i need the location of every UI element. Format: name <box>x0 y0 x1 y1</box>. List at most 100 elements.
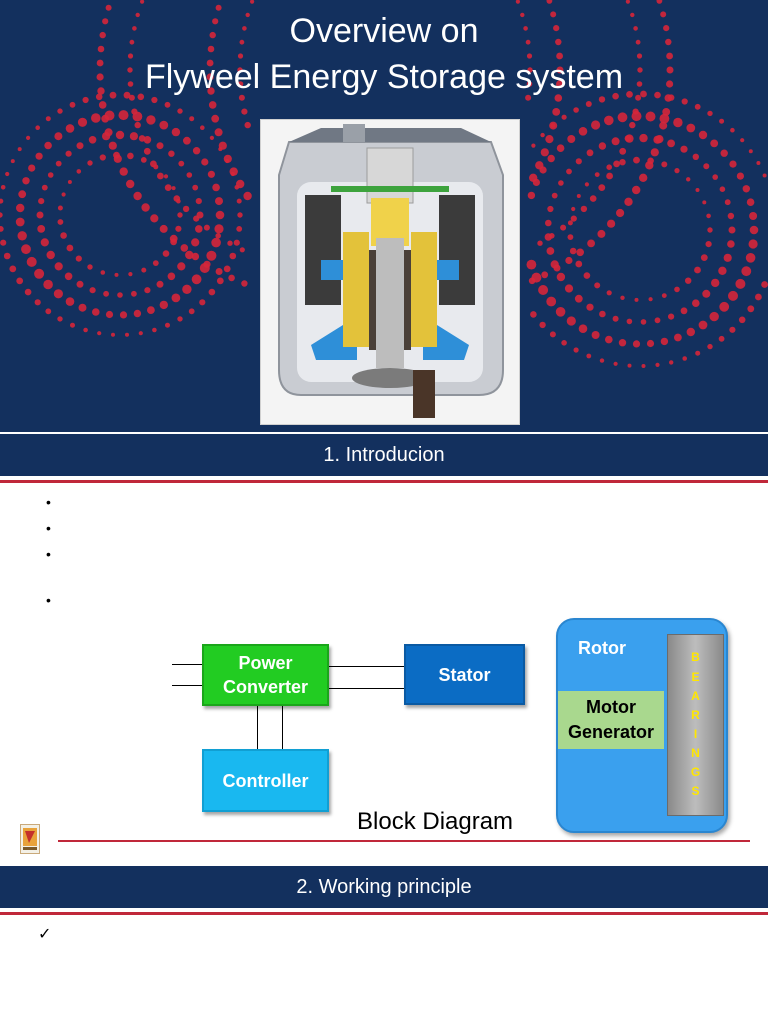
decorative-dot <box>175 225 182 232</box>
decorative-dot <box>565 256 573 265</box>
decorative-dot <box>598 184 606 192</box>
decorative-dot <box>192 147 201 155</box>
decorative-dot <box>95 93 103 101</box>
decorative-dot <box>538 285 549 295</box>
decorative-dot <box>681 98 688 105</box>
decorative-dot <box>83 327 88 333</box>
decorative-dot <box>237 212 243 218</box>
decorative-dot <box>250 0 255 4</box>
decorative-dot <box>611 137 620 146</box>
decorative-dot <box>21 244 31 255</box>
decorative-dot <box>719 118 725 124</box>
decorative-dot <box>147 306 155 314</box>
decorative-dot <box>607 219 616 228</box>
decorative-dot <box>551 192 558 199</box>
decorative-dot <box>659 121 668 130</box>
decorative-dot <box>605 335 613 344</box>
decorative-dot <box>560 224 567 231</box>
decorative-dot <box>57 205 63 211</box>
decorative-dot <box>237 53 244 59</box>
decorative-dot <box>632 340 641 348</box>
intro-bullet-3: • <box>46 546 51 562</box>
bearings-letter: R <box>691 708 700 722</box>
decorative-dot <box>539 321 546 329</box>
decorative-dot <box>728 226 736 234</box>
decorative-dot <box>762 173 767 178</box>
decorative-dot <box>76 280 84 288</box>
decorative-dot <box>718 266 727 275</box>
decorative-dot <box>662 108 671 116</box>
decorative-dot <box>236 226 243 232</box>
decorative-dot <box>680 307 688 315</box>
decorative-dot <box>645 111 656 122</box>
intro-bullet-2: • <box>46 520 51 536</box>
decorative-dot <box>132 26 137 31</box>
decorative-dot <box>674 286 680 293</box>
hero-banner: Overview on Flyweel Energy Storage syste… <box>0 0 768 432</box>
decorative-dot <box>156 142 164 150</box>
decorative-dot <box>655 135 664 144</box>
decorative-dot <box>69 101 76 108</box>
decorative-dot <box>556 272 566 282</box>
decorative-dot <box>523 26 528 31</box>
decorative-dot <box>16 277 24 285</box>
decorative-dot <box>564 284 574 293</box>
decorative-dot <box>195 198 202 205</box>
decorative-dot <box>89 287 96 294</box>
decorative-dot <box>75 255 82 262</box>
decorative-dot <box>748 149 753 154</box>
decorative-dot <box>177 316 183 322</box>
decorative-dot <box>229 167 238 176</box>
decorative-dot <box>746 198 755 206</box>
decorative-dot <box>561 114 567 120</box>
flywheel-illustration <box>278 124 504 418</box>
decorative-dot <box>686 327 695 337</box>
decorative-dot <box>214 224 224 234</box>
decorative-dot <box>113 154 122 163</box>
decorative-dot <box>207 45 215 53</box>
decorative-dot <box>236 179 245 189</box>
rotor-label: Rotor <box>578 638 626 658</box>
decorative-dot <box>82 96 89 104</box>
decorative-dot <box>189 116 195 122</box>
decorative-dot <box>633 26 638 31</box>
power-converter-line-1: Power <box>238 653 293 673</box>
decorative-dot <box>686 177 691 182</box>
decorative-dot <box>566 316 576 326</box>
decorative-dot <box>735 278 746 289</box>
decorative-dot <box>236 198 242 204</box>
section-header-introduction: 1. Introducion <box>0 434 768 476</box>
decorative-dot <box>37 225 46 233</box>
decorative-dot <box>115 130 125 140</box>
decorative-dot <box>36 211 44 219</box>
decorative-dot <box>70 322 75 328</box>
bearings-letter: G <box>690 765 701 779</box>
decorative-dot <box>712 174 718 180</box>
decorative-dot <box>150 214 159 223</box>
decorative-dot <box>180 244 189 252</box>
decorative-dot <box>632 108 639 115</box>
decorative-dot <box>177 212 183 218</box>
decorative-dot <box>66 244 74 252</box>
decorative-dot <box>599 310 606 318</box>
decorative-dot <box>117 292 123 298</box>
decorative-dot <box>0 239 7 246</box>
decorative-dot <box>212 183 220 192</box>
decorative-dot <box>191 252 200 261</box>
decorative-dot <box>756 161 761 165</box>
decorative-dot <box>54 132 63 141</box>
decorative-dot <box>574 294 583 303</box>
decorative-dot <box>730 127 735 133</box>
decorative-dot <box>645 161 654 170</box>
section-header-working-principle: 2. Working principle <box>0 866 768 908</box>
decorative-dot <box>152 327 157 333</box>
decorative-dot <box>692 153 699 160</box>
decorative-dot <box>77 117 88 127</box>
decorative-dot <box>57 108 63 114</box>
decorative-dot <box>177 108 183 114</box>
decorative-dot <box>16 203 25 213</box>
decorative-dot <box>612 315 619 322</box>
decorative-dot <box>655 362 660 367</box>
decorative-dot <box>727 212 735 220</box>
decorative-dot <box>65 124 75 133</box>
